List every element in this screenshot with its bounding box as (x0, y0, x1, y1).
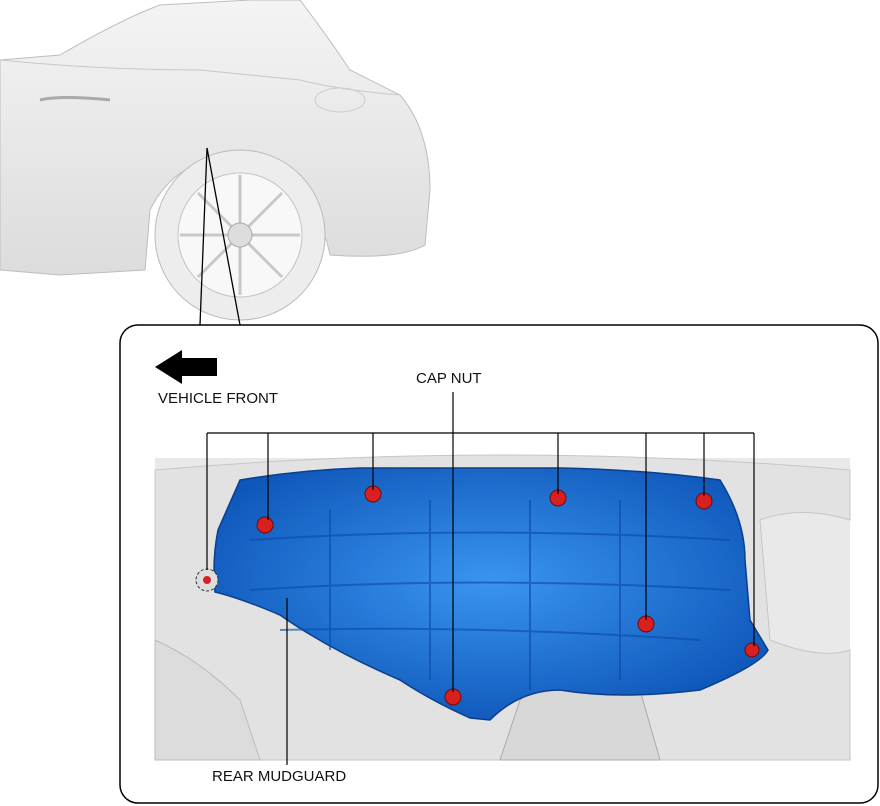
cap-nut (256, 516, 274, 534)
vehicle-front-arrow-icon (155, 350, 217, 384)
vehicle-front-label: VEHICLE FRONT (158, 390, 279, 407)
vehicle-overview (0, 0, 431, 321)
cap-nut (744, 642, 760, 658)
cap-nut-label: CAP NUT (416, 370, 482, 387)
leader-lines (206, 392, 755, 765)
rear-mudguard (213, 467, 769, 721)
cap-nuts (256, 485, 760, 706)
detail-view (154, 454, 851, 761)
rear-mudguard-label: REAR MUDGUARD (212, 768, 347, 785)
